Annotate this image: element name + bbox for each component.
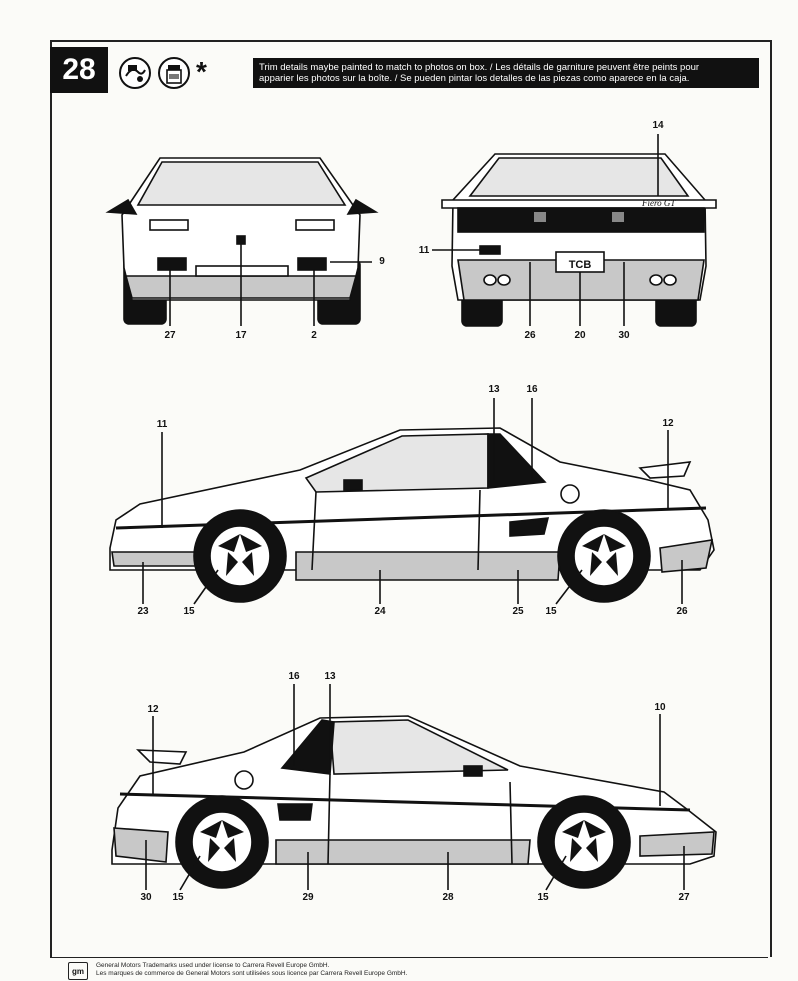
footer-line-1: General Motors Trademarks used under lic… (96, 962, 330, 969)
page-frame (50, 40, 772, 957)
callout-28: 28 (442, 892, 454, 903)
callout-13: 13 (488, 384, 500, 395)
callout-30: 30 (618, 330, 630, 341)
callout-16: 16 (526, 384, 538, 395)
callout-27: 27 (678, 892, 690, 903)
callout-11: 11 (156, 419, 168, 430)
callout-12: 12 (147, 704, 159, 715)
step-number: 28 (50, 47, 108, 93)
rear-badge-text: Fiero GT (641, 198, 676, 208)
footer-divider (50, 957, 768, 958)
callout-11: 11 (418, 245, 430, 256)
footer-trademark-text: General Motors Trademarks used under lic… (96, 962, 407, 978)
footer-line-2: Les marques de commerce de General Motor… (96, 970, 408, 977)
callout-20: 20 (574, 330, 586, 341)
trim-note-banner: Trim details maybe painted to match to p… (253, 58, 759, 88)
right-side-view-drawing (111, 684, 717, 891)
callout-26: 26 (676, 606, 688, 617)
front-view-drawing (105, 157, 379, 326)
callout-29: 29 (302, 892, 314, 903)
callout-16: 16 (288, 671, 300, 682)
decal-application-icon (119, 57, 151, 89)
callout-26: 26 (524, 330, 536, 341)
callout-25: 25 (512, 606, 524, 617)
callout-12: 12 (662, 418, 674, 429)
right-side-wheels (200, 820, 606, 862)
left-side-wheels (218, 534, 626, 576)
callout-10: 10 (654, 702, 666, 713)
paint-jar-icon (158, 57, 190, 89)
trim-note-line-1: Trim details maybe painted to match to p… (259, 62, 700, 73)
callout-24: 24 (374, 606, 386, 617)
callout-15: 15 (537, 892, 549, 903)
trim-note-line-2: apparier les photos sur la boîte. / Se p… (259, 73, 690, 84)
rear-plate-text: TCB (569, 259, 592, 271)
callout-9: 9 (379, 256, 385, 267)
callout-15: 15 (172, 892, 184, 903)
asterisk-icon: * (196, 56, 207, 87)
callout-23: 23 (137, 606, 149, 617)
callout-2: 2 (311, 330, 317, 341)
rear-view-drawing (432, 134, 717, 327)
callout-30: 30 (140, 892, 152, 903)
left-side-view-drawing (109, 398, 715, 605)
callout-15: 15 (183, 606, 195, 617)
gm-logo: gm (68, 962, 88, 980)
callout-13: 13 (324, 671, 336, 682)
callout-17: 17 (235, 330, 247, 341)
callout-27: 27 (164, 330, 176, 341)
callout-14: 14 (652, 120, 664, 131)
callout-15: 15 (545, 606, 557, 617)
